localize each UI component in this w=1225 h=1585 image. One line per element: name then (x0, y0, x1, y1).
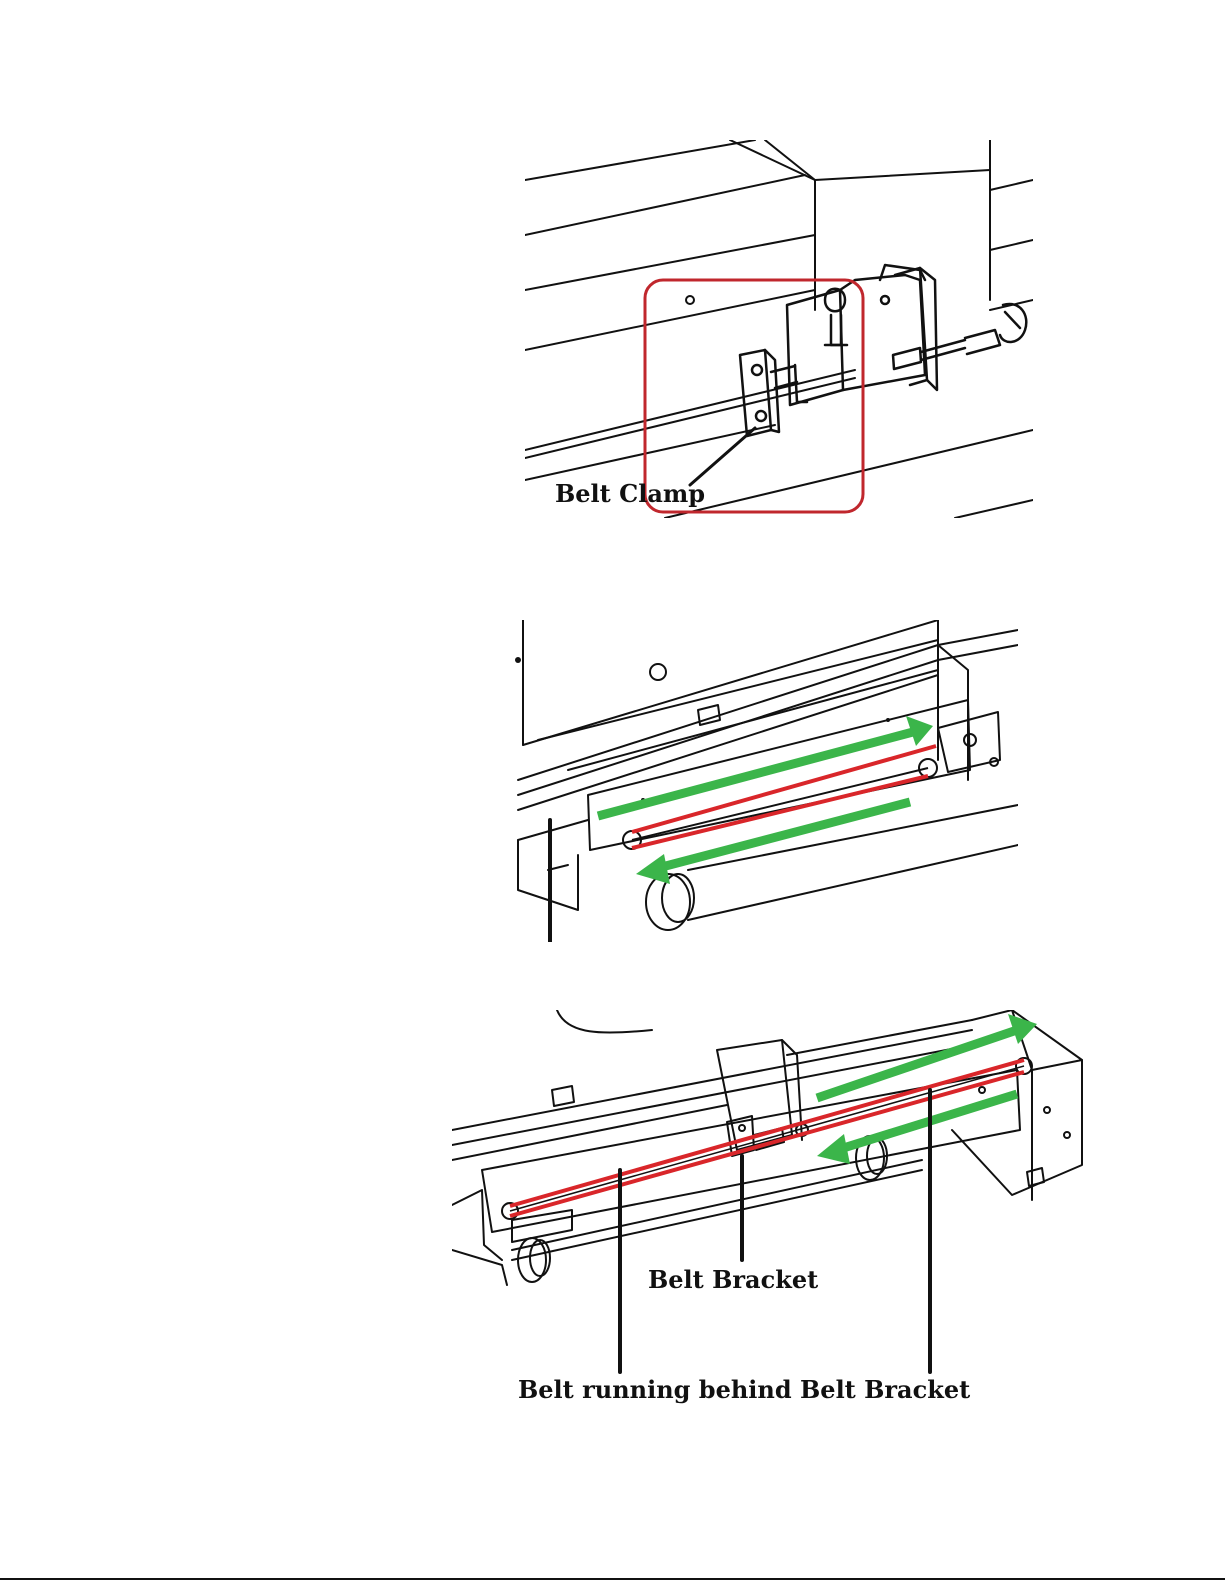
direction-arrows (598, 716, 933, 884)
belt-routing-drawing (508, 620, 1018, 942)
belt-clamp-figure: Belt Clamp (525, 140, 1033, 518)
arrow-icon (598, 732, 913, 816)
belt-behind-label: Belt running behind Belt Bracket (518, 1375, 970, 1404)
belt-routing-figure (508, 620, 1018, 942)
belt-clamp-label: Belt Clamp (555, 479, 705, 508)
belt-bracket-drawing: Belt Bracket Belt running behind Belt Br… (452, 1010, 1092, 1405)
page-footer-rule (0, 1578, 1225, 1580)
belt-bracket-label: Belt Bracket (648, 1265, 818, 1294)
arrow-icon (837, 1094, 1017, 1150)
belt-bracket-figure: Belt Bracket Belt running behind Belt Br… (452, 1010, 1092, 1405)
belt-clamp-drawing: Belt Clamp (525, 140, 1033, 518)
